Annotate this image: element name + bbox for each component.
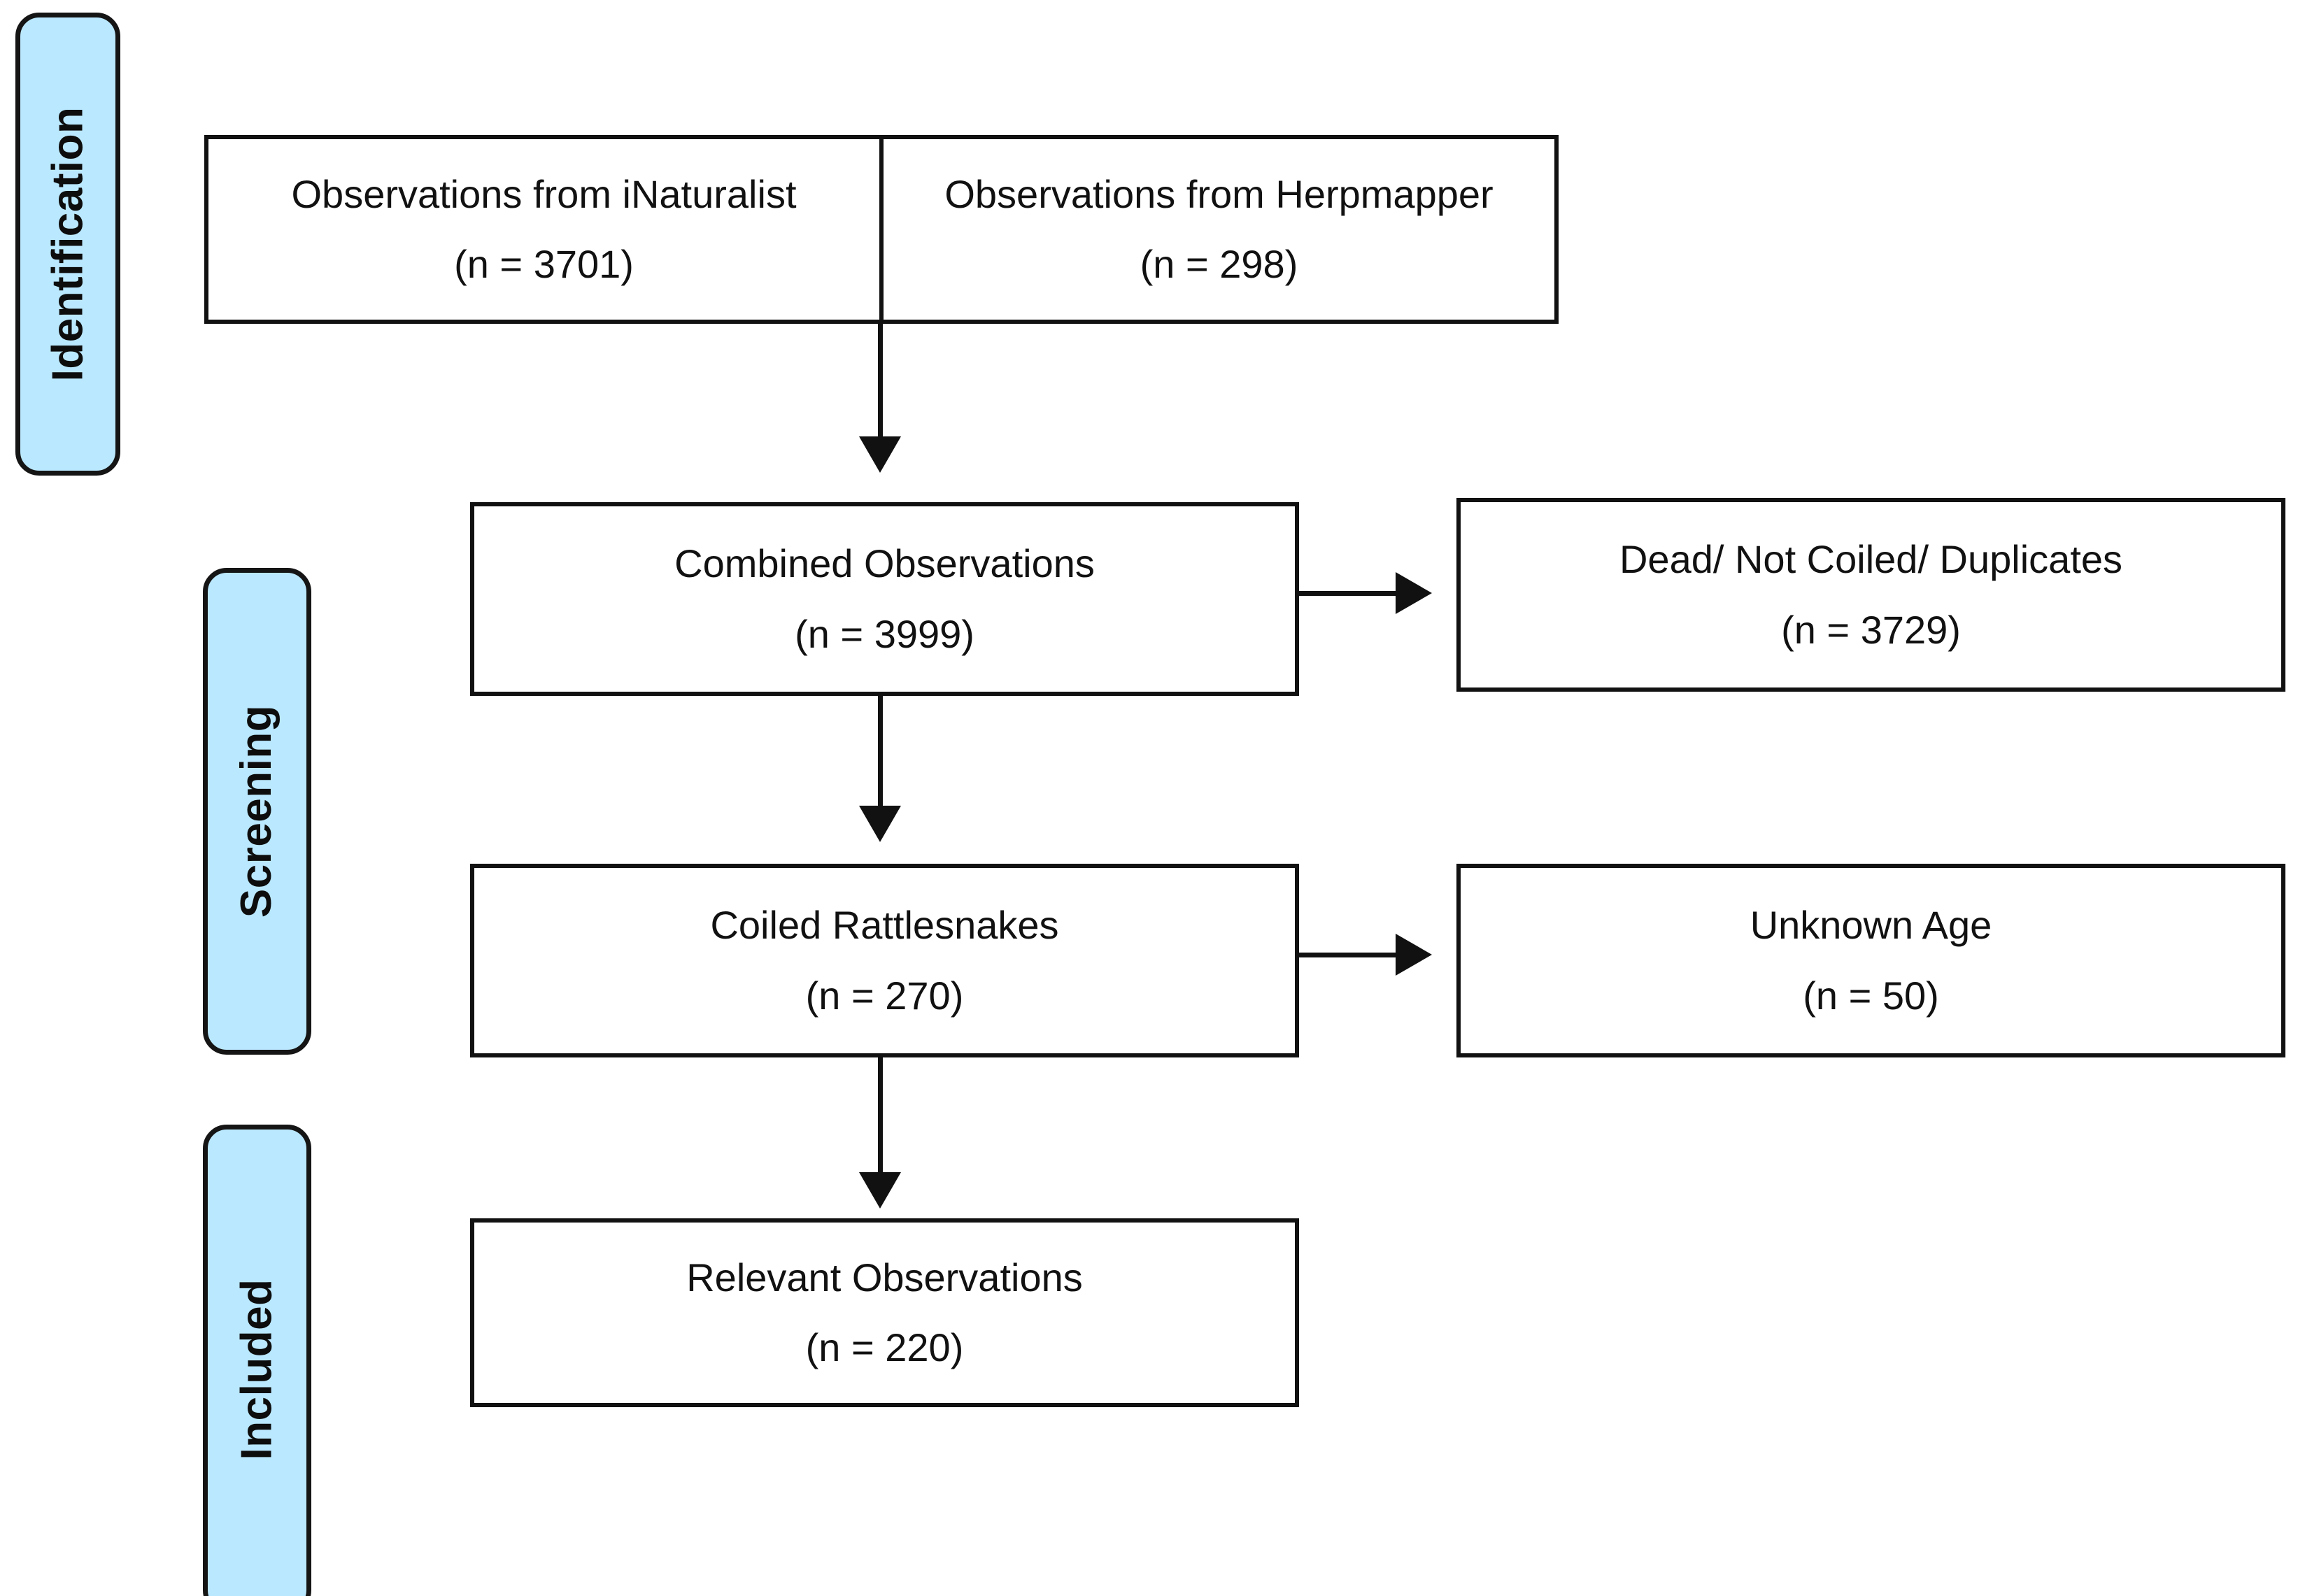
- source-herpmapper-count: (n = 298): [1140, 242, 1298, 286]
- source-box-inaturalist: Observations from iNaturalist (n = 3701): [208, 139, 879, 320]
- exclusion-dead-title: Dead/ Not Coiled/ Duplicates: [1619, 537, 2123, 582]
- step-combined-count: (n = 3999): [795, 611, 974, 656]
- phase-label-included: Included: [203, 1125, 311, 1596]
- step-combined-title: Combined Observations: [674, 541, 1095, 586]
- exclusion-unknown-age-title: Unknown Age: [1750, 903, 1992, 948]
- step-coiled-count: (n = 270): [805, 973, 964, 1018]
- step-relevant-count: (n = 220): [805, 1325, 964, 1369]
- exclusion-box-unknown-age: Unknown Age (n = 50): [1456, 864, 2285, 1057]
- source-inaturalist-count: (n = 3701): [454, 242, 634, 286]
- connector-combined-to-excluded-stem: [1298, 591, 1403, 596]
- identification-sources-box: Observations from iNaturalist (n = 3701)…: [204, 135, 1559, 324]
- exclusion-dead-count: (n = 3729): [1781, 607, 1961, 652]
- connector-sources-to-combined-arrowhead: [859, 436, 901, 473]
- exclusion-unknown-age-count: (n = 50): [1803, 973, 1939, 1018]
- source-inaturalist-title: Observations from iNaturalist: [291, 171, 797, 216]
- connector-combined-to-coiled-stem: [878, 696, 883, 811]
- phase-label-included-text: Included: [232, 1278, 281, 1460]
- step-box-relevant-observations: Relevant Observations (n = 220): [470, 1218, 1299, 1407]
- phase-label-screening-text: Screening: [232, 704, 281, 918]
- connector-combined-to-coiled-arrowhead: [859, 806, 901, 842]
- connector-coiled-to-unknown-age-stem: [1298, 953, 1403, 957]
- step-box-coiled-rattlesnakes: Coiled Rattlesnakes (n = 270): [470, 864, 1299, 1057]
- connector-coiled-to-unknown-age-arrowhead: [1396, 934, 1432, 976]
- source-herpmapper-title: Observations from Herpmapper: [944, 171, 1494, 216]
- connector-coiled-to-relevant-arrowhead: [859, 1172, 901, 1209]
- phase-label-identification: Identification: [15, 13, 120, 476]
- step-relevant-title: Relevant Observations: [686, 1255, 1083, 1299]
- step-coiled-title: Coiled Rattlesnakes: [710, 903, 1059, 948]
- exclusion-box-dead-not-coiled-duplicates: Dead/ Not Coiled/ Duplicates (n = 3729): [1456, 498, 2285, 692]
- phase-label-identification-text: Identification: [43, 106, 92, 382]
- connector-coiled-to-relevant-stem: [878, 1057, 883, 1178]
- phase-label-screening: Screening: [203, 568, 311, 1055]
- connector-sources-to-combined-stem: [878, 324, 883, 443]
- source-box-herpmapper: Observations from Herpmapper (n = 298): [879, 139, 1554, 320]
- step-box-combined-observations: Combined Observations (n = 3999): [470, 502, 1299, 696]
- connector-combined-to-excluded-arrowhead: [1396, 572, 1432, 614]
